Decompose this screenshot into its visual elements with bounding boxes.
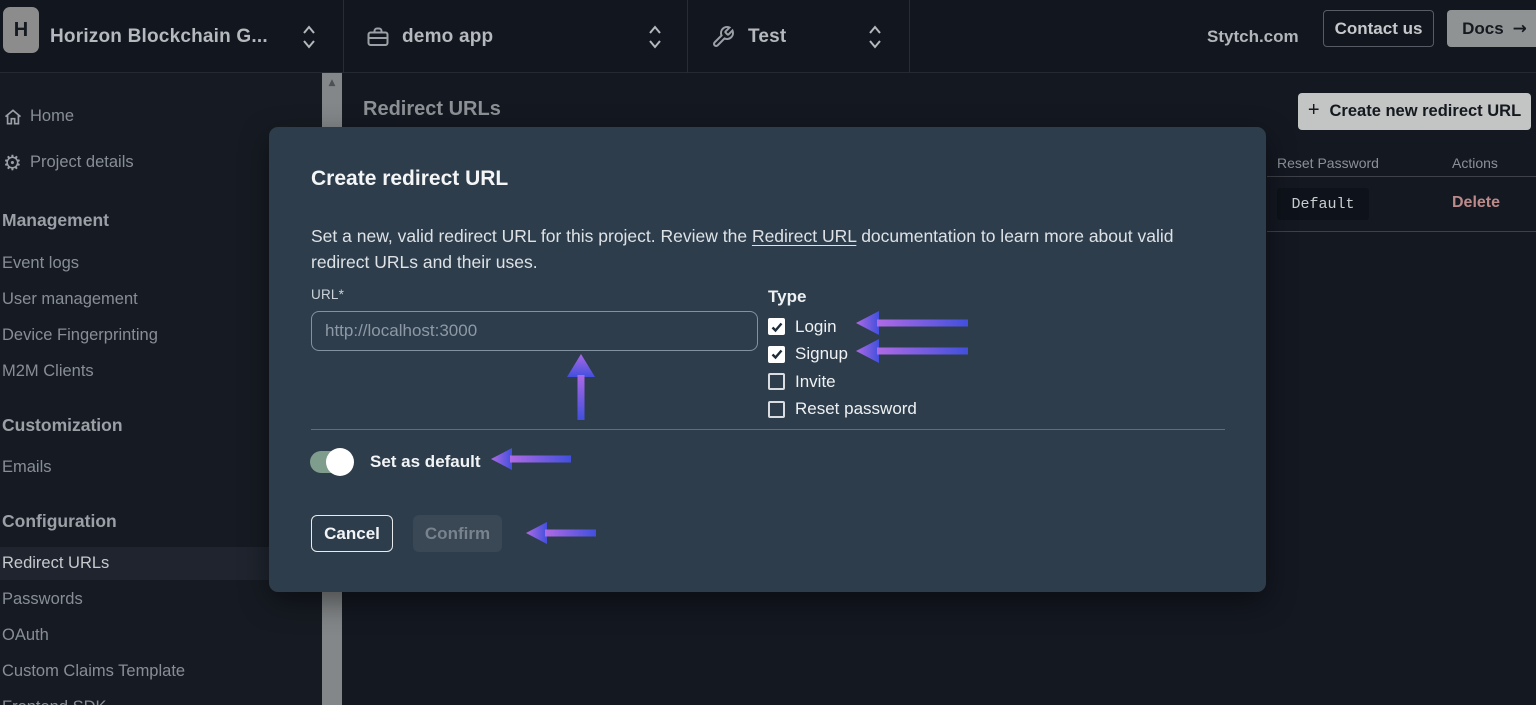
type-section-label: Type	[768, 287, 807, 306]
table-row-divider	[1267, 231, 1536, 232]
briefcase-icon	[367, 27, 389, 46]
sidebar-item-event-logs[interactable]: Event logs	[2, 254, 80, 272]
url-field-label: URL*	[311, 287, 345, 302]
invite-checkbox[interactable]	[768, 373, 785, 391]
contact-us-button[interactable]: Contact us	[1323, 10, 1434, 47]
modal-divider	[311, 429, 1225, 430]
toggle-knob	[326, 448, 354, 476]
checkbox-row-reset-password[interactable]: Reset password	[768, 396, 917, 424]
chevron-updown-icon[interactable]	[868, 24, 882, 50]
create-redirect-url-modal: Create redirect URL Set a new, valid red…	[269, 127, 1266, 592]
set-default-row: Set as default	[310, 447, 481, 477]
stytch-com-link[interactable]: Stytch.com	[1207, 26, 1299, 46]
stytch-logo[interactable]: H	[3, 7, 39, 53]
type-checkbox-group: Login Signup Invite Reset password	[768, 313, 917, 423]
sidebar-item-home[interactable]: Home	[0, 100, 322, 133]
sidebar-section-configuration: Configuration	[2, 511, 117, 531]
sidebar-item-frontend-sdk[interactable]: Frontend SDK	[0, 691, 322, 705]
app-selector-label[interactable]: demo app	[402, 25, 494, 47]
column-header-actions: Actions	[1452, 155, 1498, 171]
reset-password-checkbox[interactable]	[768, 400, 785, 418]
modal-actions: Cancel Confirm	[311, 515, 502, 552]
sidebar-item-oauth[interactable]: OAuth	[2, 626, 49, 644]
checkbox-row-login[interactable]: Login	[768, 313, 917, 341]
env-selector-label[interactable]: Test	[748, 25, 787, 47]
checkbox-row-invite[interactable]: Invite	[768, 368, 917, 396]
divider	[687, 0, 688, 73]
page-title: Redirect URLs	[363, 98, 501, 120]
checkbox-row-signup[interactable]: Signup	[768, 341, 917, 369]
confirm-button[interactable]: Confirm	[413, 515, 502, 552]
chevron-updown-icon[interactable]	[302, 24, 316, 50]
arrow-right-icon: →	[1512, 18, 1527, 39]
scroll-up-icon[interactable]: ▲	[328, 78, 336, 88]
modal-title: Create redirect URL	[311, 167, 509, 190]
divider	[909, 0, 910, 73]
sidebar-section-management: Management	[2, 210, 109, 230]
cancel-button[interactable]: Cancel	[311, 515, 393, 552]
gear-icon: ⚙	[3, 150, 22, 175]
create-redirect-url-button[interactable]: + Create new redirect URL	[1298, 93, 1531, 130]
set-default-label: Set as default	[370, 452, 481, 471]
login-checkbox[interactable]	[768, 318, 785, 336]
sidebar-item-emails[interactable]: Emails	[2, 458, 52, 476]
docs-button[interactable]: Docs→	[1447, 10, 1536, 47]
table-header-divider	[1267, 176, 1536, 177]
sidebar-item-custom-claims-template[interactable]: Custom Claims Template	[2, 662, 186, 680]
plus-icon: +	[1307, 99, 1320, 121]
home-icon	[3, 107, 30, 127]
sidebar-item-passwords[interactable]: Passwords	[2, 590, 83, 608]
divider	[343, 0, 344, 73]
signup-checkbox[interactable]	[768, 345, 785, 363]
sidebar: Home ⚙ Project details Management Event …	[0, 73, 322, 705]
sidebar-item-user-management[interactable]: User management	[2, 290, 138, 308]
sidebar-item-device-fingerprinting[interactable]: Device Fingerprinting	[2, 326, 158, 344]
column-header-reset-password: Reset Password	[1277, 155, 1379, 171]
reset-password-default-badge: Default	[1277, 188, 1369, 220]
chevron-updown-icon[interactable]	[648, 24, 662, 50]
set-default-toggle[interactable]	[310, 448, 354, 476]
url-input[interactable]	[311, 311, 758, 351]
redirect-url-doc-link[interactable]: Redirect URL	[751, 226, 857, 246]
top-bar: H Horizon Blockchain G... demo app Test …	[0, 0, 1536, 73]
sidebar-item-project-details[interactable]: ⚙ Project details	[3, 150, 134, 175]
sidebar-item-redirect-urls[interactable]: Redirect URLs	[0, 547, 322, 580]
sidebar-item-m2m-clients[interactable]: M2M Clients	[2, 362, 94, 380]
delete-row-button[interactable]: Delete	[1452, 194, 1501, 211]
sidebar-section-customization: Customization	[2, 415, 123, 435]
project-selector-label[interactable]: Horizon Blockchain G...	[50, 25, 268, 47]
modal-description: Set a new, valid redirect URL for this p…	[311, 226, 1174, 272]
wrench-icon	[713, 26, 734, 47]
